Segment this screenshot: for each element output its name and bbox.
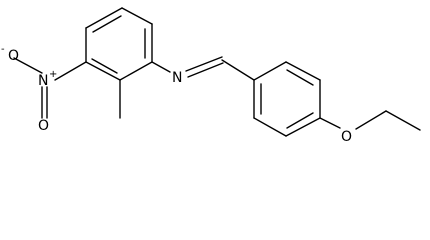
structure-canvas: O - N + O N O [1, 7, 421, 145]
bond [119, 61, 153, 81]
bond [285, 117, 321, 137]
nitro-oxygen-minus-label: O [8, 48, 19, 64]
imine-double-bond [185, 56, 223, 72]
imine-linkage: N [151, 56, 255, 86]
nitro-bond [54, 61, 87, 81]
bond [85, 61, 121, 81]
bond [253, 61, 287, 81]
nitro-o-minus-bond [13, 57, 43, 74]
aryl-o-bond [319, 117, 341, 129]
double-bond-inner [91, 58, 118, 74]
double-bond-inner [286, 112, 314, 129]
o-ch2-bond [355, 110, 387, 130]
right-benzene-ring [253, 61, 321, 137]
bond [253, 117, 287, 137]
imine-nitrogen-label: N [172, 70, 182, 86]
molecule-structure: O - N + O N O [1, 7, 421, 145]
imine-double-bond [187, 62, 224, 78]
ether-oxygen-label: O [341, 129, 352, 145]
bond [285, 61, 321, 81]
left-benzene-ring [85, 7, 153, 81]
ethoxy-group: O [319, 110, 421, 145]
ch-aryl-bond [221, 59, 255, 81]
bond [121, 7, 153, 25]
positive-charge-label: + [49, 69, 57, 80]
bond [85, 7, 123, 29]
nitro-group: O - N + O [1, 44, 87, 134]
ch2-ch3-bond [385, 110, 421, 131]
aryl-n-bond [151, 61, 171, 73]
nitro-oxygen-double-label: O [38, 118, 49, 134]
nitro-nitrogen-label: N [38, 73, 48, 89]
double-bond-inner [92, 15, 122, 33]
double-bond-inner [286, 69, 314, 86]
negative-charge-label: - [1, 44, 5, 55]
